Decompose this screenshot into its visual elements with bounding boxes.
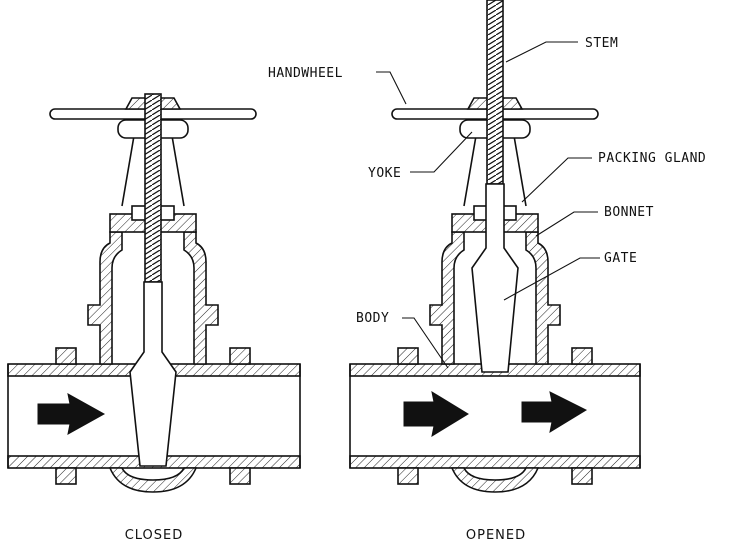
closed-flow-arrow	[37, 393, 106, 435]
opened-yoke	[463, 129, 527, 207]
opened-flange-left-bottom	[397, 467, 419, 485]
label-stem: STEM	[585, 36, 618, 51]
closed-body-bowl	[108, 467, 198, 493]
closed-valve	[7, 93, 301, 493]
label-yoke: YOKE	[368, 166, 401, 181]
leader-lines	[376, 41, 600, 369]
closed-stem	[144, 93, 162, 283]
opened-pipe-bottom-wall	[349, 455, 641, 469]
label-handwheel: HANDWHEEL	[268, 66, 343, 81]
closed-flange-left-bottom	[55, 467, 77, 485]
closed-gate	[129, 281, 177, 467]
opened-flange-right-top	[571, 347, 593, 365]
closed-yoke	[121, 129, 185, 207]
label-bonnet: BONNET	[604, 205, 654, 220]
caption-closed: CLOSED	[125, 528, 184, 543]
opened-body-bowl	[450, 467, 540, 493]
closed-body-left-wall	[87, 231, 123, 365]
opened-gate	[471, 183, 519, 373]
opened-flow-arrow-left	[403, 390, 469, 438]
opened-stem	[486, 0, 504, 185]
label-body: BODY	[356, 311, 389, 326]
closed-body-right-wall	[183, 231, 219, 365]
opened-body-right-wall	[525, 231, 561, 365]
closed-flange-right-top	[229, 347, 251, 365]
caption-opened: OPENED	[466, 528, 526, 543]
label-gate: GATE	[604, 251, 637, 266]
label-packing-gland: PACKING GLAND	[598, 151, 706, 166]
opened-flange-right-bottom	[571, 467, 593, 485]
opened-body-left-wall	[429, 231, 465, 365]
closed-flange-right-bottom	[229, 467, 251, 485]
closed-flange-left-top	[55, 347, 77, 365]
opened-flange-left-top	[397, 347, 419, 365]
opened-flow-arrow-right	[521, 391, 588, 434]
opened-valve	[349, 0, 641, 493]
